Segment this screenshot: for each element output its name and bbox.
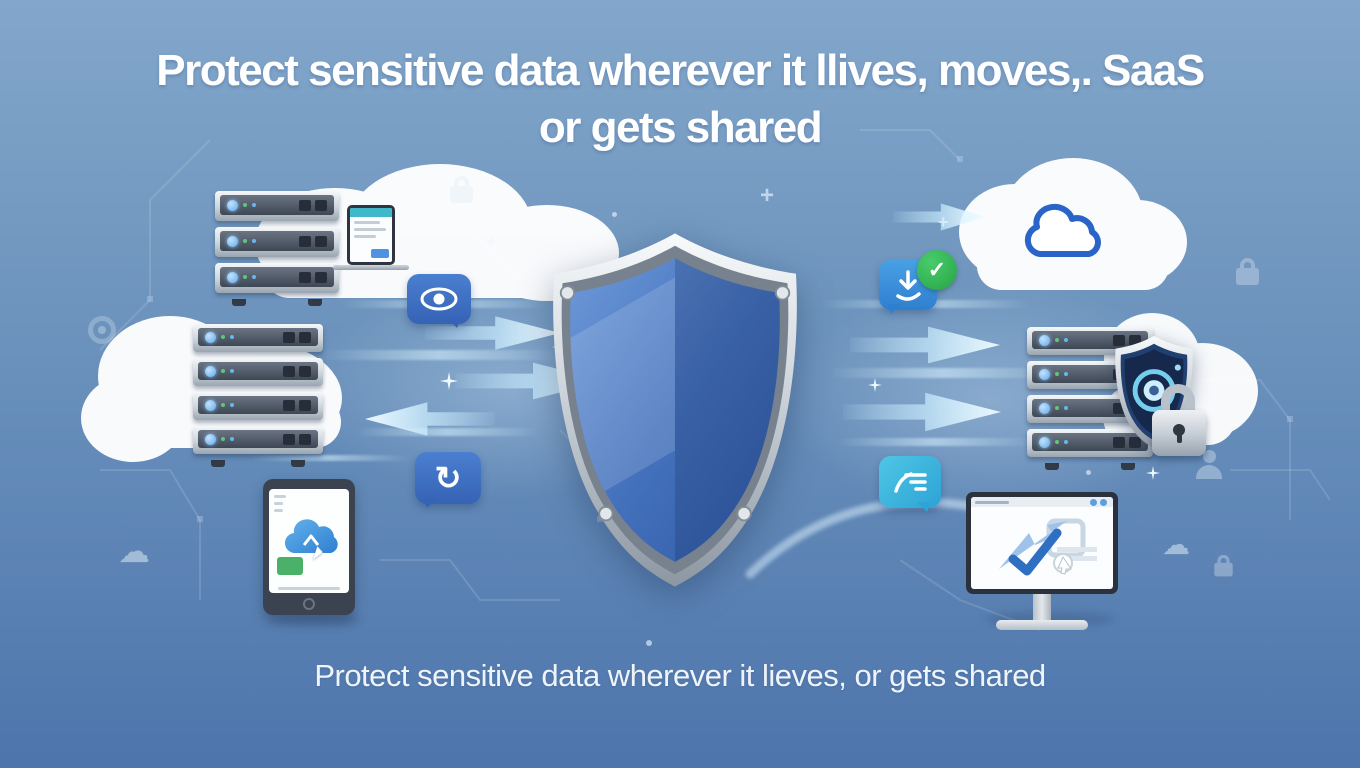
phone-stand: [333, 265, 409, 270]
padlock-faint-icon: [1214, 554, 1233, 577]
light-streak: [355, 428, 540, 436]
cloud-faint-icon: ☁: [118, 533, 150, 569]
led-indicator: [205, 433, 216, 445]
server-feet: [1027, 463, 1153, 470]
keyhole: [1173, 424, 1185, 443]
led-indicator: [205, 399, 216, 411]
plus-decoration: +: [938, 212, 949, 232]
server-unit: [193, 392, 323, 420]
padlock-faint-icon: [1236, 258, 1259, 286]
dot-decoration: [646, 640, 652, 646]
vent-grille: [1113, 436, 1141, 448]
led-indicator: [205, 365, 216, 377]
eye-icon: [420, 287, 458, 311]
server-unit: [193, 324, 323, 352]
padlock: [1152, 384, 1206, 458]
vent-grille: [299, 271, 327, 283]
led-indicator: [227, 271, 238, 283]
headline-line2: or gets shared: [538, 103, 823, 152]
visibility-bubble: [407, 274, 471, 328]
vent-grille: [283, 433, 311, 445]
phone-screen-button: [371, 249, 389, 258]
led-indicator: [1039, 334, 1050, 346]
vent-grille: [283, 331, 311, 343]
main-security-shield: [553, 233, 797, 587]
light-streak: [828, 368, 1058, 378]
light-streak: [250, 455, 410, 461]
ground-shadow: [268, 614, 360, 626]
gear-faint-icon: [88, 316, 116, 344]
led-indicator: [1039, 402, 1050, 414]
tablet-device: [263, 479, 355, 615]
server-unit: [215, 191, 339, 221]
caption-text: Protect sensitive data wherever it lieve…: [314, 658, 1046, 693]
check-badge: ✓: [917, 250, 957, 290]
tablet-screen: [269, 489, 349, 593]
headline-line1: Protect sensitive data wherever it llive…: [156, 46, 1205, 95]
person-faint-icon: [1196, 450, 1222, 479]
server-unit: [215, 263, 339, 293]
monitor-base: [996, 620, 1088, 630]
chat-lines-icon: [894, 472, 927, 493]
server-unit: [215, 227, 339, 257]
vent-grille: [299, 199, 327, 211]
padlock-faint-icon: [450, 176, 473, 204]
cloud-upload-graphic: [284, 519, 338, 554]
plus-decoration: +: [760, 182, 775, 209]
server-feet: [215, 299, 339, 306]
phone-on-stand: [347, 205, 395, 265]
headline: Protect sensitive data wherever it llive…: [0, 42, 1360, 156]
download-icon: [896, 270, 921, 301]
phone-screen: [350, 208, 392, 262]
vent-grille: [283, 365, 311, 377]
check-icon: ✓: [927, 257, 947, 282]
vent-grille: [283, 399, 311, 411]
padlock-shackle: [1161, 384, 1195, 414]
desktop-monitor: [966, 492, 1118, 630]
light-streak: [320, 350, 560, 360]
plus-decoration: +: [486, 232, 496, 251]
server-feet: [193, 460, 323, 467]
vent-grille: [1113, 334, 1141, 346]
server-unit: [1027, 429, 1153, 457]
cloud-faint-icon: ☁: [1162, 529, 1190, 560]
server-unit: [193, 426, 323, 454]
monitor-frame: [966, 492, 1118, 594]
growth-check-graphic: [999, 518, 1097, 576]
led-indicator: [227, 199, 238, 211]
server-unit: [193, 358, 323, 386]
sync-bubble: ↻: [415, 452, 481, 508]
dot-decoration: [612, 212, 617, 217]
server-stack-top-left: [215, 191, 339, 306]
dot-decoration: [1086, 470, 1091, 475]
led-indicator: [1039, 368, 1050, 380]
cloud-outline-icon: [1024, 203, 1101, 257]
server-unit: [1027, 327, 1153, 355]
folder-graphic: [277, 557, 303, 575]
monitor-neck: [1033, 594, 1051, 620]
led-indicator: [1039, 436, 1050, 448]
led-indicator: [227, 235, 238, 247]
refresh-icon: ↻: [434, 460, 462, 496]
phone-screen-header: [350, 208, 392, 217]
padlock-body: [1152, 410, 1206, 456]
vent-grille: [299, 235, 327, 247]
led-indicator: [205, 331, 216, 343]
home-button: [303, 598, 315, 610]
server-stack-mid-left: [193, 324, 323, 467]
light-streak: [835, 438, 1035, 446]
monitor-screen: [971, 497, 1113, 589]
chat-bubble: [879, 456, 941, 512]
